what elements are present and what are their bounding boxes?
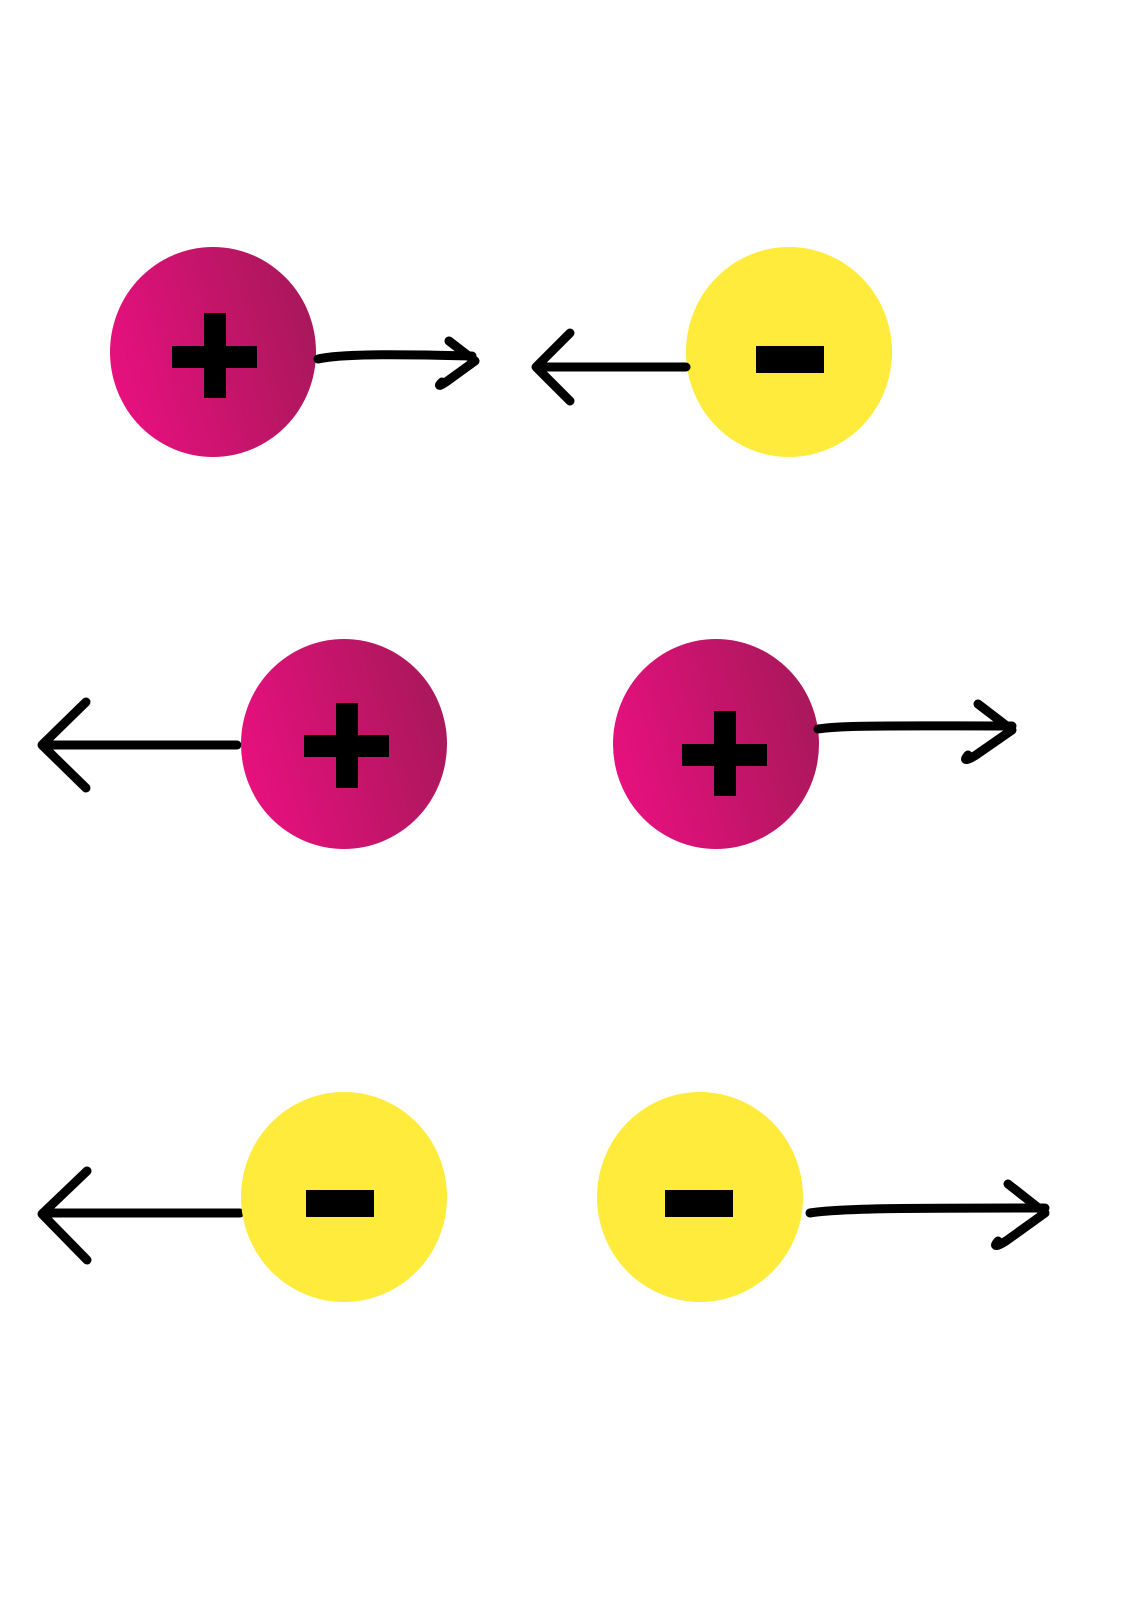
minus-sign-icon xyxy=(665,1190,733,1217)
minus-sign-icon xyxy=(306,1190,374,1217)
positive-particle xyxy=(613,639,819,849)
row-attraction xyxy=(110,247,892,457)
force-arrow-right xyxy=(313,336,480,390)
negative-particle xyxy=(686,247,892,457)
row-repulsion-positive xyxy=(37,639,1017,849)
negative-particle xyxy=(241,1092,447,1302)
force-arrow-left xyxy=(37,697,242,793)
minus-sign-icon xyxy=(756,346,824,373)
plus-sign-icon xyxy=(304,703,389,788)
force-arrow-right xyxy=(813,699,1017,764)
positive-particle xyxy=(110,247,316,457)
positive-particle xyxy=(241,639,447,849)
force-arrow-left xyxy=(531,328,691,406)
force-arrow-right xyxy=(805,1179,1050,1250)
negative-particle xyxy=(597,1092,803,1302)
plus-sign-icon xyxy=(682,711,767,796)
force-arrow-left xyxy=(37,1166,245,1265)
row-repulsion-negative xyxy=(37,1092,1050,1302)
plus-sign-icon xyxy=(172,313,257,398)
